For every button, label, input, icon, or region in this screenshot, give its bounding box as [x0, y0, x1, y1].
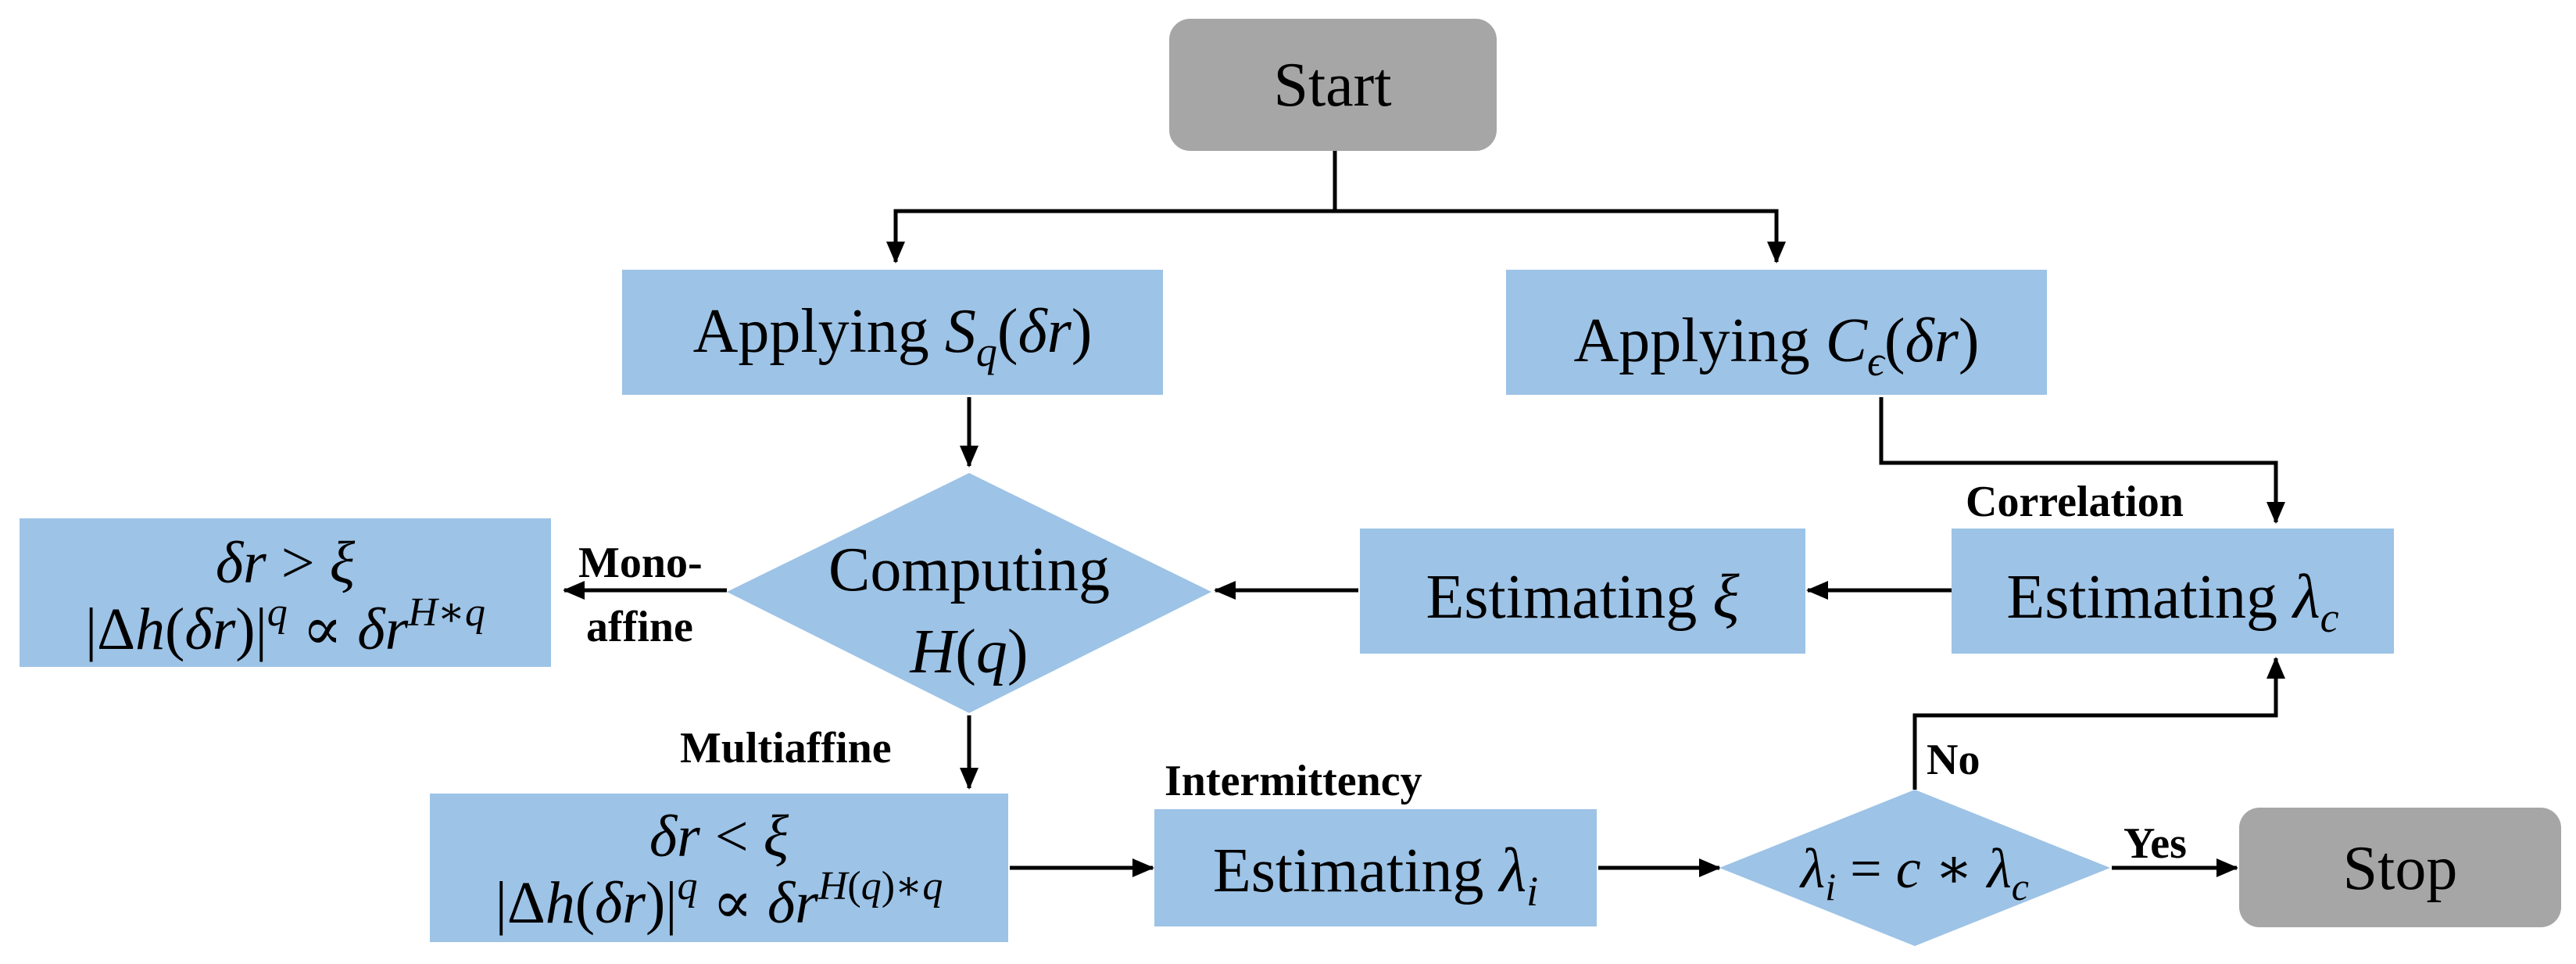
apply-ce-node: Applying Cϵ(δr): [1506, 270, 2047, 395]
decision-label: λi = c ∗ λc: [1799, 837, 2029, 908]
edge-split-right: [1335, 209, 1786, 263]
multi-formula-line2: |Δh(δr)|q ∝ δrH(q)∗q: [496, 864, 943, 936]
mono-formula-line1: δr > ξ: [216, 530, 356, 596]
correlation-label: Correlation: [1966, 478, 2184, 526]
stop-label: Stop: [2343, 834, 2458, 903]
start-node: Start: [1169, 19, 1497, 151]
estimating-lc-label: Estimating λc: [2006, 563, 2338, 641]
yes-label: Yes: [2123, 819, 2187, 868]
apply-sq-label: Applying Sq(δr): [693, 297, 1093, 375]
connectors: [563, 151, 2285, 877]
mono-label-1: Mono-: [578, 539, 703, 587]
mono-label-2: affine: [586, 603, 693, 651]
edge-split-left: [886, 209, 1335, 263]
no-label: No: [1927, 736, 1980, 784]
estimating-xi-label: Estimating ξ: [1426, 563, 1741, 632]
start-label: Start: [1273, 51, 1391, 120]
hq-label: H(q): [909, 618, 1028, 686]
computing-hq-node: Computing H(q): [727, 473, 1211, 713]
estimating-li-node: Estimating λi: [1154, 809, 1597, 926]
stop-node: Stop: [2239, 808, 2561, 927]
estimating-li-label: Estimating λi: [1213, 837, 1538, 915]
apply-sq-node: Applying Sq(δr): [622, 270, 1163, 395]
multi-formula-line1: δr < ξ: [649, 804, 789, 869]
edge-ce-lc: [1879, 397, 2285, 524]
estimating-xi-node: Estimating ξ: [1360, 529, 1805, 654]
mono-formula-node: δr > ξ |Δh(δr)|q ∝ δrH∗q: [20, 518, 551, 667]
multi-formula-node: δr < ξ |Δh(δr)|q ∝ δrH(q)∗q: [430, 794, 1008, 942]
edge-decision-lc: [1912, 657, 2285, 790]
apply-ce-label: Applying Cϵ(δr): [1574, 306, 1980, 385]
estimating-lc-node: Estimating λc: [1952, 529, 2394, 654]
decision-node: λi = c ∗ λc: [1719, 790, 2110, 946]
multiaffine-label: Multiaffine: [680, 724, 892, 772]
intermittency-label: Intermittency: [1165, 757, 1422, 805]
computing-label: Computing: [828, 536, 1110, 604]
